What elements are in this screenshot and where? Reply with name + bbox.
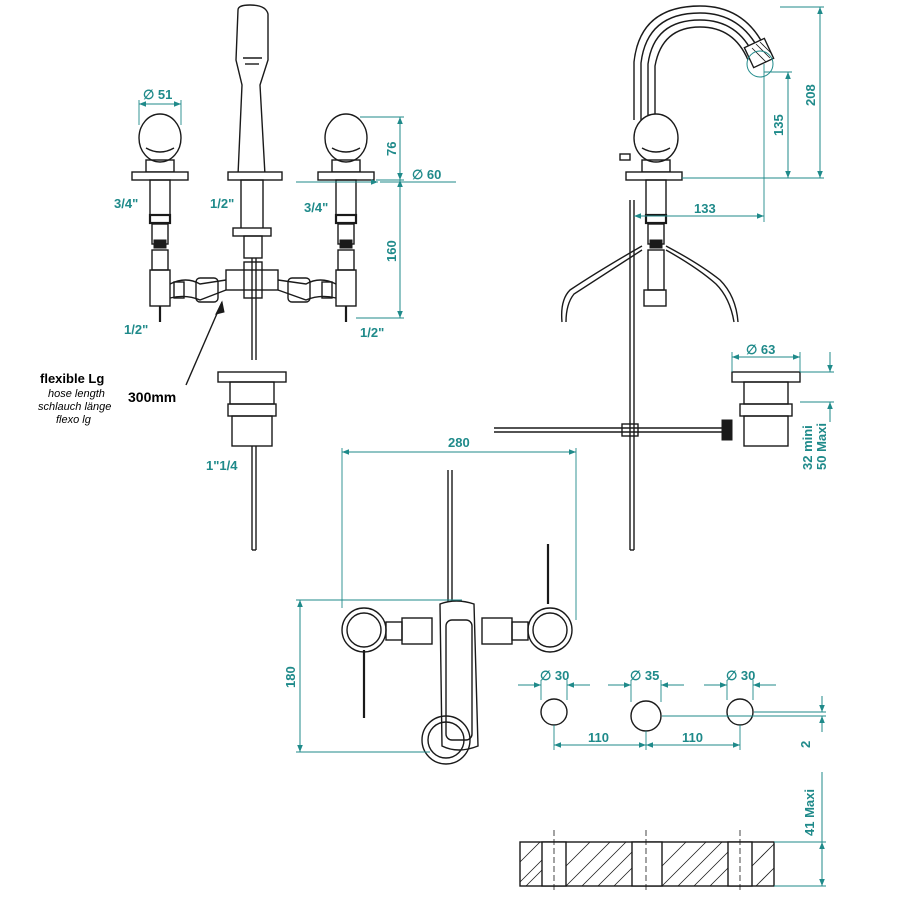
wall-mixer-view xyxy=(341,470,573,765)
dim-maxi: 50 Maxi xyxy=(814,423,829,470)
thread-34-left: 3/4" xyxy=(114,196,138,211)
dim-w133: 133 xyxy=(694,201,716,216)
thread-12-bottom-left: 1/2" xyxy=(124,322,148,337)
left-handle-knob xyxy=(138,113,182,163)
dim-d35: ∅ 35 xyxy=(630,668,659,683)
dim-h180: 180 xyxy=(283,666,298,688)
thread-34-right: 3/4" xyxy=(304,200,328,215)
front-spout xyxy=(235,4,269,176)
dim-w110a: 110 xyxy=(588,730,609,745)
thread-114: 1"1/4 xyxy=(206,458,238,473)
dim-maxi41: 41 Maxi xyxy=(802,789,817,836)
dim-h208: 208 xyxy=(803,84,818,106)
dim-mini: 32 mini xyxy=(800,425,815,470)
hose-en: hose length xyxy=(48,388,105,400)
dimension-lines xyxy=(138,6,834,887)
dim-h76: 76 xyxy=(384,142,399,156)
side-spout xyxy=(633,5,766,120)
dim-d30a: ∅ 30 xyxy=(540,668,569,683)
hose-note: flexible Lg hose length schlauch länge f… xyxy=(38,371,176,426)
dim-w110b: 110 xyxy=(682,730,703,745)
hose-de: schlauch länge xyxy=(38,401,111,413)
hose-length: 300mm xyxy=(128,389,176,405)
dim-d60: ∅ 60 xyxy=(412,167,441,182)
thread-labels: 3/4" 1/2" 3/4" 1/2" 1/2" 1"1/4 xyxy=(114,196,384,473)
hose-it: flexo lg xyxy=(56,414,92,426)
right-handle-knob xyxy=(324,113,368,163)
thread-12-bottom-right: 1/2" xyxy=(360,325,384,340)
front-waste-flange xyxy=(217,371,287,383)
dimension-labels: ∅ 51 ∅ 60 76 160 208 135 133 ∅ 63 32 min… xyxy=(143,84,829,836)
dim-h160: 160 xyxy=(384,240,399,262)
thread-12-center: 1/2" xyxy=(210,196,234,211)
dim-h2: 2 xyxy=(798,741,813,748)
dim-d30b: ∅ 30 xyxy=(726,668,755,683)
front-view xyxy=(131,4,375,551)
dim-d63: ∅ 63 xyxy=(746,342,775,357)
hose-title: flexible Lg xyxy=(40,371,104,386)
deck-section xyxy=(519,830,775,892)
dim-h135: 135 xyxy=(771,114,786,136)
dim-w280: 280 xyxy=(448,435,470,450)
dim-d51: ∅ 51 xyxy=(143,87,172,102)
hole-layout xyxy=(540,698,754,732)
side-view xyxy=(494,5,801,551)
